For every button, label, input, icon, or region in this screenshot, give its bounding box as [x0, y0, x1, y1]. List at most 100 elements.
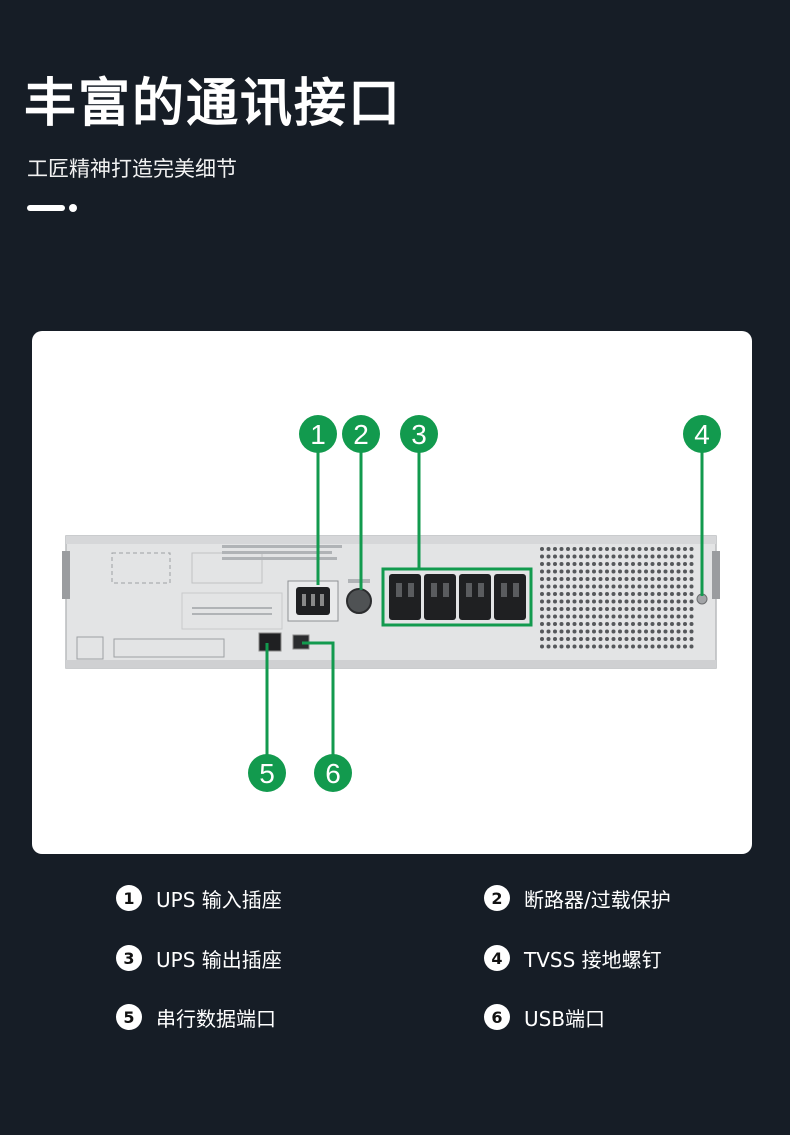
callout-2: 2 [342, 415, 380, 453]
vent-hole [650, 562, 655, 566]
legend-label: UPS 输出插座 [156, 947, 282, 972]
vent-hole [598, 637, 603, 641]
vent-hole [689, 547, 694, 551]
vent-hole [540, 547, 544, 551]
vent-hole [572, 622, 577, 626]
vent-hole [559, 607, 564, 611]
vent-hole [605, 577, 609, 581]
svg-text:2: 2 [353, 419, 369, 450]
vent-hole [624, 637, 629, 641]
vent-hole [566, 644, 570, 649]
vent-hole [689, 599, 694, 604]
vent-hole [611, 607, 616, 611]
vent-hole [683, 599, 687, 604]
vent-hole [611, 592, 616, 596]
serial-port [258, 632, 282, 652]
vent-hole [624, 592, 629, 596]
page-title: 丰富的通讯接口 [24, 74, 403, 134]
vent-hole [546, 584, 551, 589]
vent-hole [559, 554, 564, 559]
vent-hole [650, 569, 655, 574]
legend-number: 4 [484, 945, 510, 971]
vent-hole [670, 599, 674, 604]
vent-hole [592, 554, 596, 559]
vent-hole [559, 599, 564, 604]
vent-hole [566, 614, 570, 619]
vent-hole [553, 629, 557, 634]
vent-hole [579, 592, 583, 596]
vent-hole [540, 644, 544, 649]
vent-hole [559, 592, 564, 596]
vent-hole [585, 644, 590, 649]
vent-hole [592, 569, 596, 574]
vent-hole [663, 607, 668, 611]
vent-hole [553, 562, 557, 566]
vent-hole [637, 562, 642, 566]
vent-hole [611, 614, 616, 619]
vent-hole [546, 562, 551, 566]
vent-hole [585, 599, 590, 604]
vent-hole [566, 599, 570, 604]
vent-hole [540, 554, 544, 559]
vent-hole [572, 614, 577, 619]
vent-hole [540, 599, 544, 604]
underline-dot [69, 204, 77, 212]
callout-4: 4 [683, 415, 721, 453]
vent-hole [598, 592, 603, 596]
vent-hole [585, 607, 590, 611]
vent-hole [592, 629, 596, 634]
vent-hole [605, 554, 609, 559]
vent-hole [611, 584, 616, 589]
vent-hole [546, 547, 551, 551]
vent-hole [637, 637, 642, 641]
vent-hole [579, 547, 583, 551]
vent-hole [598, 554, 603, 559]
vent-hole [598, 629, 603, 634]
vent-hole [650, 547, 655, 551]
vent-hole [650, 629, 655, 634]
vent-hole [670, 637, 674, 641]
vent-hole [670, 629, 674, 634]
vent-hole [663, 629, 668, 634]
vent-hole [585, 554, 590, 559]
vent-hole [631, 562, 635, 566]
vent-hole [644, 592, 648, 596]
legend-label: UPS 输入插座 [156, 887, 282, 912]
vent-hole [572, 607, 577, 611]
vent-hole [663, 599, 668, 604]
vent-hole [644, 554, 648, 559]
vent-hole [650, 644, 655, 649]
vent-hole [579, 599, 583, 604]
vent-hole [657, 607, 661, 611]
vent-hole [553, 622, 557, 626]
vent-hole [676, 644, 681, 649]
vent-hole [540, 614, 544, 619]
vent-hole [579, 554, 583, 559]
vent-hole [689, 577, 694, 581]
vent-hole [631, 577, 635, 581]
vent-hole [676, 584, 681, 589]
vent-hole [579, 644, 583, 649]
vent-hole [559, 629, 564, 634]
vent-hole [559, 562, 564, 566]
vent-hole [553, 554, 557, 559]
vent-hole [637, 629, 642, 634]
vent-hole [657, 584, 661, 589]
callout-3: 3 [400, 415, 438, 453]
vent-hole [624, 644, 629, 649]
vent-hole [566, 547, 570, 551]
vent-hole [540, 629, 544, 634]
vent-hole [559, 644, 564, 649]
vent-hole [572, 584, 577, 589]
vent-hole [663, 592, 668, 596]
vent-hole [618, 562, 622, 566]
vent-hole [540, 569, 544, 574]
vent-hole [644, 614, 648, 619]
vent-hole [611, 547, 616, 551]
legend-label: USB端口 [524, 1006, 606, 1031]
vent-hole [676, 637, 681, 641]
vent-hole [566, 562, 570, 566]
vent-hole [559, 637, 564, 641]
callout-5: 5 [248, 754, 286, 792]
vent-hole [592, 614, 596, 619]
